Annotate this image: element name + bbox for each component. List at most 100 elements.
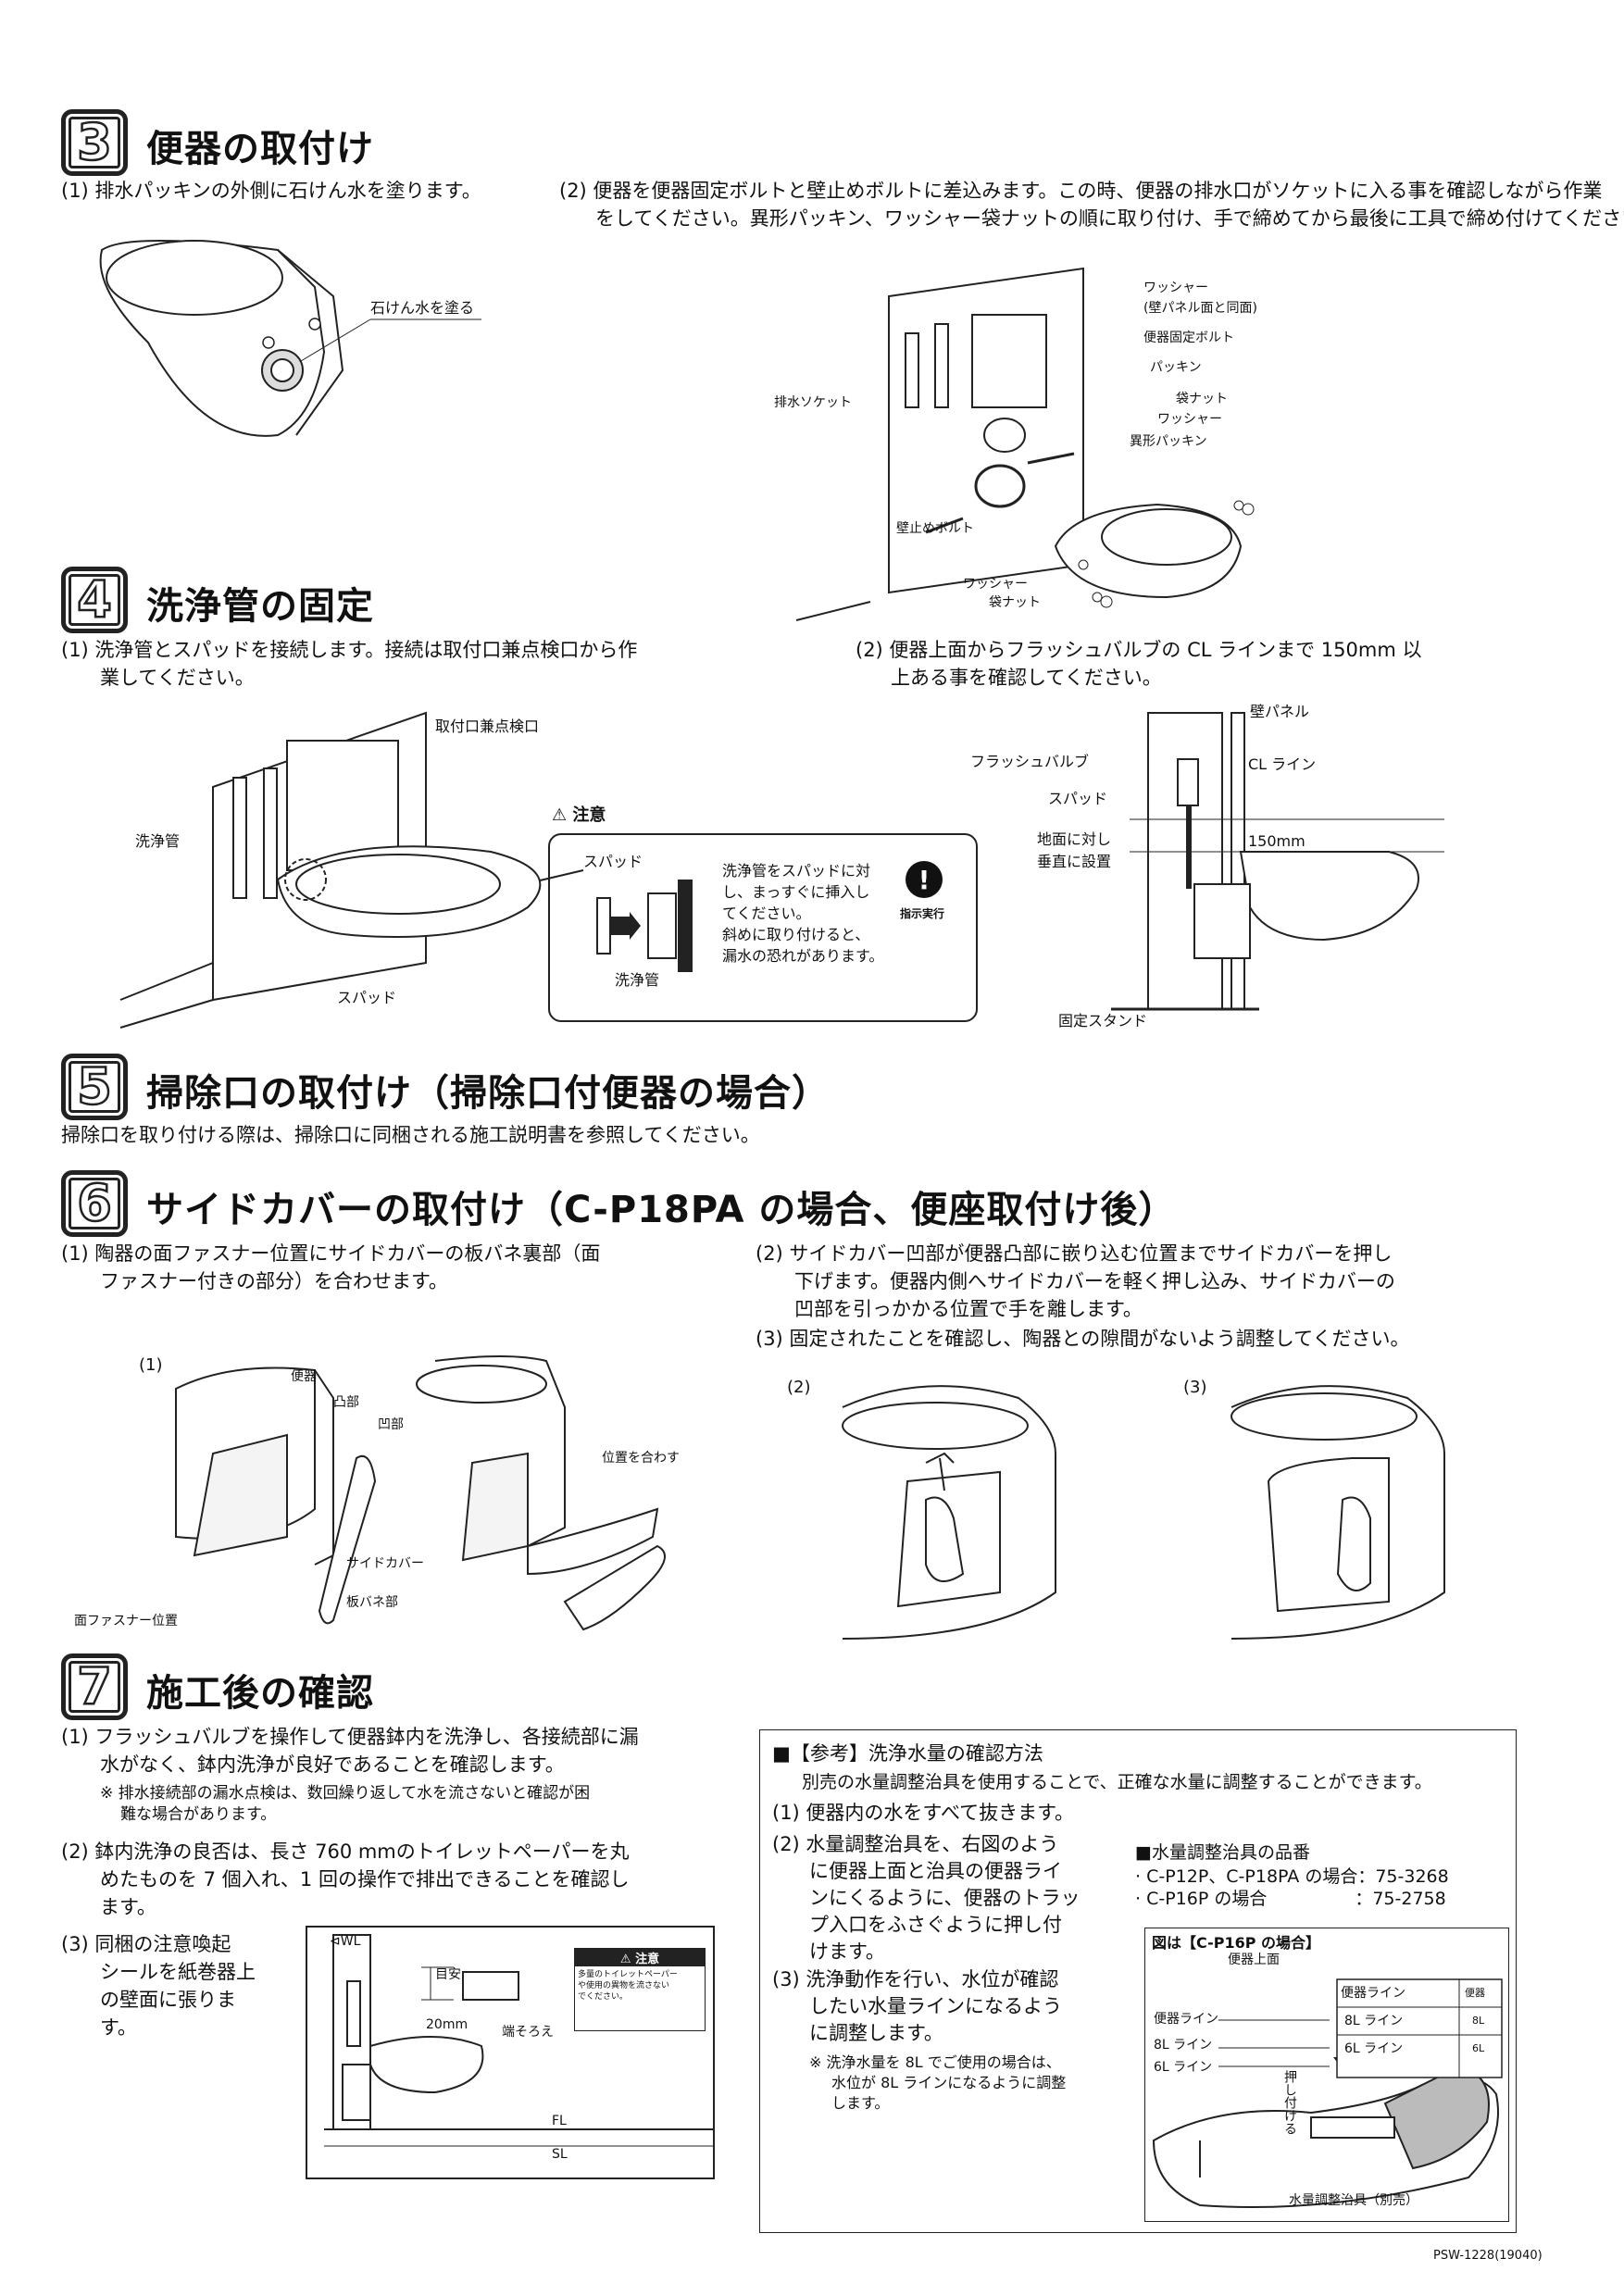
label-bowl: 便器 [291,1369,317,1384]
jig-label-top: 便器上面 [1228,1953,1280,1967]
parts-title: ■水量調整治具の品番 [1135,1842,1310,1863]
section-number-5: 5 [61,1054,128,1120]
label-drain-socket: 排水ソケット [774,395,852,410]
label-bag-nut: 袋ナット [1176,392,1228,406]
label-align-end: 端そろえ [502,2025,554,2040]
ref-step2-line1: (2) 水量調整治具を、右図のよう [772,1833,1059,1855]
caution-pipe-label: 洗浄管 [615,971,660,989]
s4-step1-line2: 業してください。 [100,667,255,689]
s3-step2-line1: (2) 便器を便器固定ボルトと壁止めボルトに差込みます。この時、便器の排水口がソ… [559,180,1603,202]
label-washer-2: ワッシャー [963,577,1028,592]
label-align: 位置を合わす [602,1451,680,1466]
sticker-figure-frame [306,1926,715,2179]
jig-box-6l: 6L ライン [1344,2041,1404,2056]
s3-step1: (1) 排水パッキンの外側に石けん水を塗ります。 [61,180,481,202]
label-spring: 板バネ部 [346,1595,398,1610]
ref-intro: 別売の水量調整治具を使用することで、正確な水量に調整することができます。 [802,1772,1432,1792]
label-concave: 凹部 [378,1417,404,1432]
sticker-placement-illustration [324,1934,713,2147]
ref-step3-line2: したい水量ラインになるよう [809,1995,1062,2017]
section-title-5: 掃除口の取付け（掃除口付便器の場合） [146,1072,830,1115]
caution-text-5: 漏水の恐れがあります。 [722,947,884,965]
label-fastener: 面ファスナー位置 [74,1614,178,1628]
label-access-port: 取付口兼点検口 [435,718,540,735]
label-fix-bolt: 便器固定ボルト [1143,331,1234,345]
section-title-7: 施工後の確認 [146,1672,374,1715]
label-wl: ⊲WL [330,1934,361,1949]
s6-step2-line1: (2) サイドカバー凹部が便器凸部に嵌り込む位置までサイドカバーを押し [756,1242,1393,1265]
s4-step2-line1: (2) 便器上面からフラッシュバルブの CL ラインまで 150mm 以 [856,639,1422,661]
s6-step2-line2: 下げます。便器内側へサイドカバーを軽く押し込み、サイドカバーの [794,1270,1395,1292]
pipe-install-illustration [119,711,584,1029]
jig-label-8l: 8L ライン [1154,2038,1213,2053]
reference-box [759,1729,1517,2233]
ref-note-line2: 水位が 8L ラインになるように調整 [831,2074,1067,2091]
jig-label-jig: 水量調整治具（別売） [1289,2193,1418,2208]
caution-sticker-line3: でください。 [578,1992,629,2002]
caution-text-1: 洗浄管をスパッドに対 [722,862,871,880]
caution-text-2: し、まっすぐに挿入し [722,883,870,901]
label-vertical-1: 地面に対し [1037,830,1112,848]
s7-note-line2: 難な場合があります。 [120,1805,277,1824]
label-spud: スパッド [337,989,397,1006]
ref-step3-line1: (3) 洗浄動作を行い、水位が確認 [772,1968,1059,1990]
label-bag-nut-2: 袋ナット [989,595,1041,610]
caution-spud-label: スパッド [583,853,643,870]
jig-tag-8l: 8L [1472,2015,1485,2027]
exploded-installation-illustration [795,267,1255,621]
jig-box-bowl: 便器ライン [1341,1986,1405,2001]
s7-step2-line1: (2) 鉢内洗浄の良否は、長さ 760 mmのトイレットペーパーを丸 [61,1841,630,1863]
label-washer-panel-2: (壁パネル面と同面) [1143,301,1257,316]
label-stand: 固定スタンド [1058,1012,1148,1029]
ref-step1: (1) 便器内の水をすべて抜きます。 [772,1802,1075,1824]
caution-text-3: てください。 [722,905,811,922]
ref-step2-line5: けます。 [809,1940,885,1963]
jig-tag-bowl: 便器 [1465,1987,1485,1999]
s7-step3-line3: の壁面に張りま [100,1989,236,2011]
parts-item-2: · C-P16P の場合 ：75-2758 [1135,1889,1446,1909]
s6-step1-line1: (1) 陶器の面ファスナー位置にサイドカバーの板バネ裏部（面 [61,1242,601,1265]
document-code: PSW-1228(19040) [1433,2249,1543,2263]
s3-step2-line2: をしてください。異形パッキン、ワッシャー袋ナットの順に取り付け、手で締めてから最… [595,207,1624,230]
side-cover-step2-illustration [842,1385,1056,1640]
ref-step2-line2: に便器上面と治具の便器ライ [809,1860,1062,1882]
s7-step3-line1: (3) 同梱の注意喚起 [61,1933,231,1955]
label-dim-150: 150mm [1248,832,1305,850]
s7-step2-line3: ます。 [100,1896,156,1918]
s6-step2-line3: 凹部を引っかかる位置で手を離します。 [794,1298,1143,1320]
label-wall-panel: 壁パネル [1250,703,1310,720]
label-sl: SL [552,2147,568,2162]
label-wall-bolt: 壁止めボルト [896,521,974,536]
s6-step1-line2: ファスナー付きの部分）を合わせます。 [100,1270,448,1292]
caution-heading: ⚠ 注意 [552,805,606,825]
jig-push-label: 押し付ける [1282,2070,1297,2135]
jig-tag-6l: 6L [1472,2042,1485,2054]
jig-figure-frame [1144,1928,1509,2222]
ref-step2-line4: プ入口をふさぐように押し付 [809,1914,1062,1936]
caution-sticker-line2: や使用の異物を流さない [578,1981,670,1990]
jig-box-8l: 8L ライン [1344,2014,1404,2028]
section-number-4: 4 [61,567,128,633]
label-fl: FL [552,2114,567,2128]
label-flush-valve: フラッシュバルブ [970,753,1090,770]
label-washer-panel: ワッシャー [1143,281,1208,295]
side-cover-step1-illustration [175,1355,666,1631]
ref-note-line3: します。 [831,2094,890,2112]
fig-label-3: (3) [1183,1378,1207,1397]
label-pipe: 洗浄管 [135,832,181,850]
caution-badge: 指示実行 [900,907,945,920]
ref-step3-line3: に調整します。 [809,2022,943,2044]
label-odd-packing: 異形パッキン [1130,434,1207,449]
label-dim-20: 20mm [426,2017,468,2032]
ref-title: ■【参考】洗浄水量の確認方法 [772,1742,1043,1765]
label-vertical-2: 垂直に設置 [1037,853,1112,870]
section-number-6: 6 [61,1170,128,1237]
exclamation-icon: ! [906,861,943,898]
s4-step1-line1: (1) 洗浄管とスパッドを接続します。接続は取付口兼点検口から作 [61,639,638,661]
label-spud-2: スパッド [1048,790,1108,807]
section-number-3: 3 [61,109,128,176]
section-title-3: 便器の取付け [146,128,374,170]
fig-label-2: (2) [787,1378,811,1397]
jig-label-6l: 6L ライン [1154,2060,1213,2075]
caution-text-4: 斜めに取り付けると、 [722,926,870,943]
